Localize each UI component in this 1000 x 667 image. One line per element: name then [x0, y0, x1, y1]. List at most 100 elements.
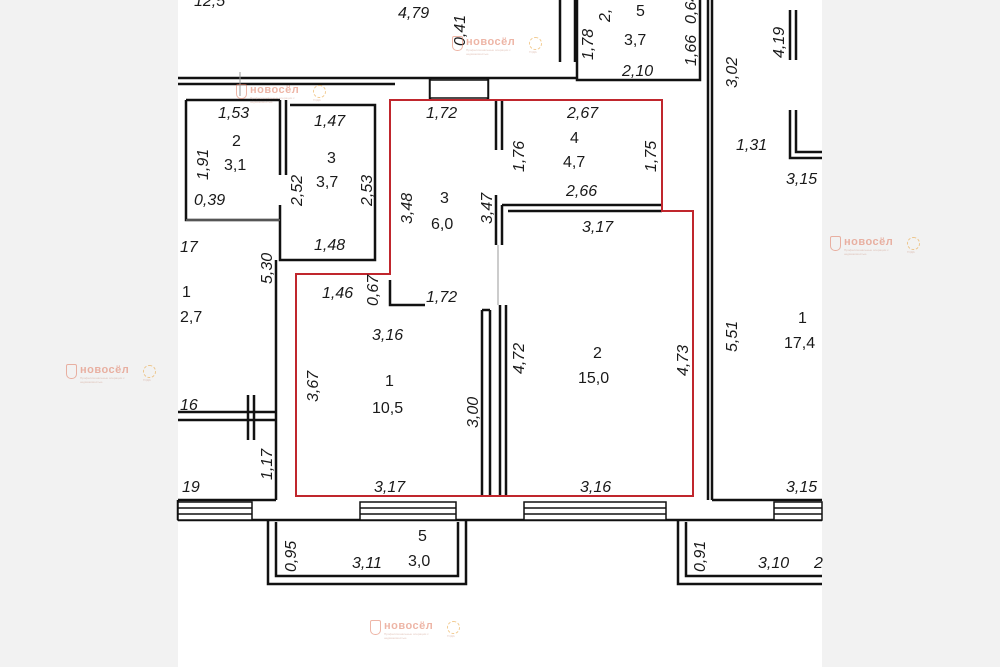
dim-067: 0,67	[365, 274, 382, 306]
room4-num: 4	[570, 130, 579, 147]
dim-300: 3,00	[465, 397, 482, 428]
wall-left-toilet	[278, 100, 377, 262]
room3-num: 3	[440, 190, 449, 207]
right-dim-315-top: 3,15	[786, 171, 817, 188]
top-dim-419: 4,19	[771, 27, 788, 58]
room5-num: 5	[636, 3, 645, 20]
left-dim-252: 2,52	[289, 175, 306, 207]
watermark-text: новосёл	[466, 36, 516, 48]
left-dim-530: 5,30	[259, 253, 276, 284]
dim-472: 4,72	[511, 343, 528, 374]
dim-146: 1,46	[322, 285, 353, 302]
wall-room1-stub	[388, 280, 425, 307]
watermark-sun-icon	[313, 85, 326, 98]
right-dim-551: 5,51	[724, 321, 741, 352]
wall-right-mid-partition	[788, 110, 822, 160]
watermark-subtitle: Профессиональные операции с недвижимость…	[250, 96, 295, 104]
top-dim-178: 1,78	[580, 29, 597, 60]
right-dim-315-bottom: 3,15	[786, 479, 817, 496]
wall-room5	[575, 0, 702, 82]
watermark-sun-icon	[447, 621, 460, 634]
watermark-text: новосёл	[844, 236, 894, 248]
wall-left-hatch	[178, 410, 276, 422]
watermark-badge-icon	[830, 236, 841, 251]
watermark-badge-icon	[66, 364, 77, 379]
right-dim-310: 3,10	[758, 555, 789, 572]
dim-316-bottom: 3,16	[580, 479, 611, 496]
left-dim-147: 1,47	[314, 113, 346, 130]
watermark-badge-icon	[236, 84, 247, 99]
labels: 12,5 4,79 0,41 1,78 2, 5 3,7 0,64 1,66 2…	[180, 0, 823, 572]
wall-room2-left	[498, 305, 508, 496]
dim-176: 1,76	[511, 141, 528, 172]
room2-num: 2	[593, 345, 602, 362]
dim-311: 3,11	[352, 555, 382, 572]
left-dim-191: 1,91	[195, 149, 212, 180]
left-dim-19: 19	[182, 479, 200, 496]
dim-095: 0,95	[283, 541, 300, 572]
right-room1-area: 17,4	[784, 335, 815, 352]
wall-left-hatch-2	[246, 395, 256, 440]
watermark-subtitle: Профессиональные операции с недвижимость…	[466, 48, 511, 56]
watermark-badge-label: ГОДА	[313, 98, 321, 102]
dim-473: 4,73	[675, 345, 692, 376]
room1-area: 10,5	[372, 400, 403, 417]
dim-175: 1,75	[643, 141, 660, 172]
left-dim-16: 16	[180, 397, 198, 414]
wall-room3-room4-divider	[494, 100, 504, 150]
watermark-text: новосёл	[384, 620, 434, 632]
wall-balcony-left	[266, 520, 468, 586]
walls	[176, 0, 822, 586]
wall-room4-bottom	[502, 203, 662, 213]
watermark-badge-label: ГОДА	[529, 50, 537, 54]
left-dim-117: 1,17	[259, 448, 276, 480]
window-left	[177, 501, 253, 521]
watermark-subtitle: Профессиональные операции с недвижимость…	[80, 376, 125, 384]
watermark-badge-label: ГОДА	[447, 634, 455, 638]
right-dim-2: 2	[813, 555, 823, 572]
left-dim-17: 17	[180, 239, 199, 256]
left-dim-039: 0,39	[194, 192, 225, 209]
room3-area: 6,0	[431, 216, 453, 233]
left-room3-num: 3	[327, 150, 336, 167]
dim-317-top: 3,17	[582, 219, 614, 236]
wall-room2-left-top	[494, 195, 504, 245]
dim-348: 3,48	[399, 193, 416, 224]
window-room2	[523, 501, 667, 521]
watermark-badge-label: ГОДА	[907, 250, 915, 254]
tl-partial-area: 12,5	[194, 0, 225, 10]
room1-num: 1	[385, 373, 394, 390]
wall-room1-room2-divider	[480, 308, 492, 496]
left-room2-area: 3,1	[224, 157, 246, 174]
left-room3-area: 3,7	[316, 174, 338, 191]
watermark-subtitle: Профессиональные операции с недвижимость…	[844, 248, 889, 256]
dim-172-mid: 1,72	[426, 289, 457, 306]
right-room1-num: 1	[798, 310, 807, 327]
left-dim-153: 1,53	[218, 105, 249, 122]
watermark-text: новосёл	[250, 84, 300, 96]
window-room1	[359, 501, 457, 521]
windows	[177, 79, 823, 521]
dim-267: 2,67	[566, 105, 599, 122]
right-dim-091: 0,91	[692, 541, 709, 572]
watermark-badge-icon	[370, 620, 381, 635]
watermark-badge-label: ГОДА	[143, 378, 151, 382]
top-dim-210: 2,10	[621, 63, 653, 80]
apartment-outline	[295, 99, 694, 497]
watermark-sun-icon	[907, 237, 920, 250]
room4-area: 4,7	[563, 154, 585, 171]
window-corridor-top	[429, 79, 489, 99]
top-dim-302: 3,02	[724, 57, 741, 88]
left-room2-num: 2	[232, 133, 241, 150]
dim-347: 3,47	[479, 192, 496, 224]
top-dim-479: 4,79	[398, 5, 429, 22]
wall-balcony-right	[676, 520, 822, 586]
watermark-text: новосёл	[80, 364, 130, 376]
dim-266: 2,66	[565, 183, 597, 200]
dim-367: 3,67	[305, 370, 322, 402]
top-dim-064: 0,64	[683, 0, 700, 24]
